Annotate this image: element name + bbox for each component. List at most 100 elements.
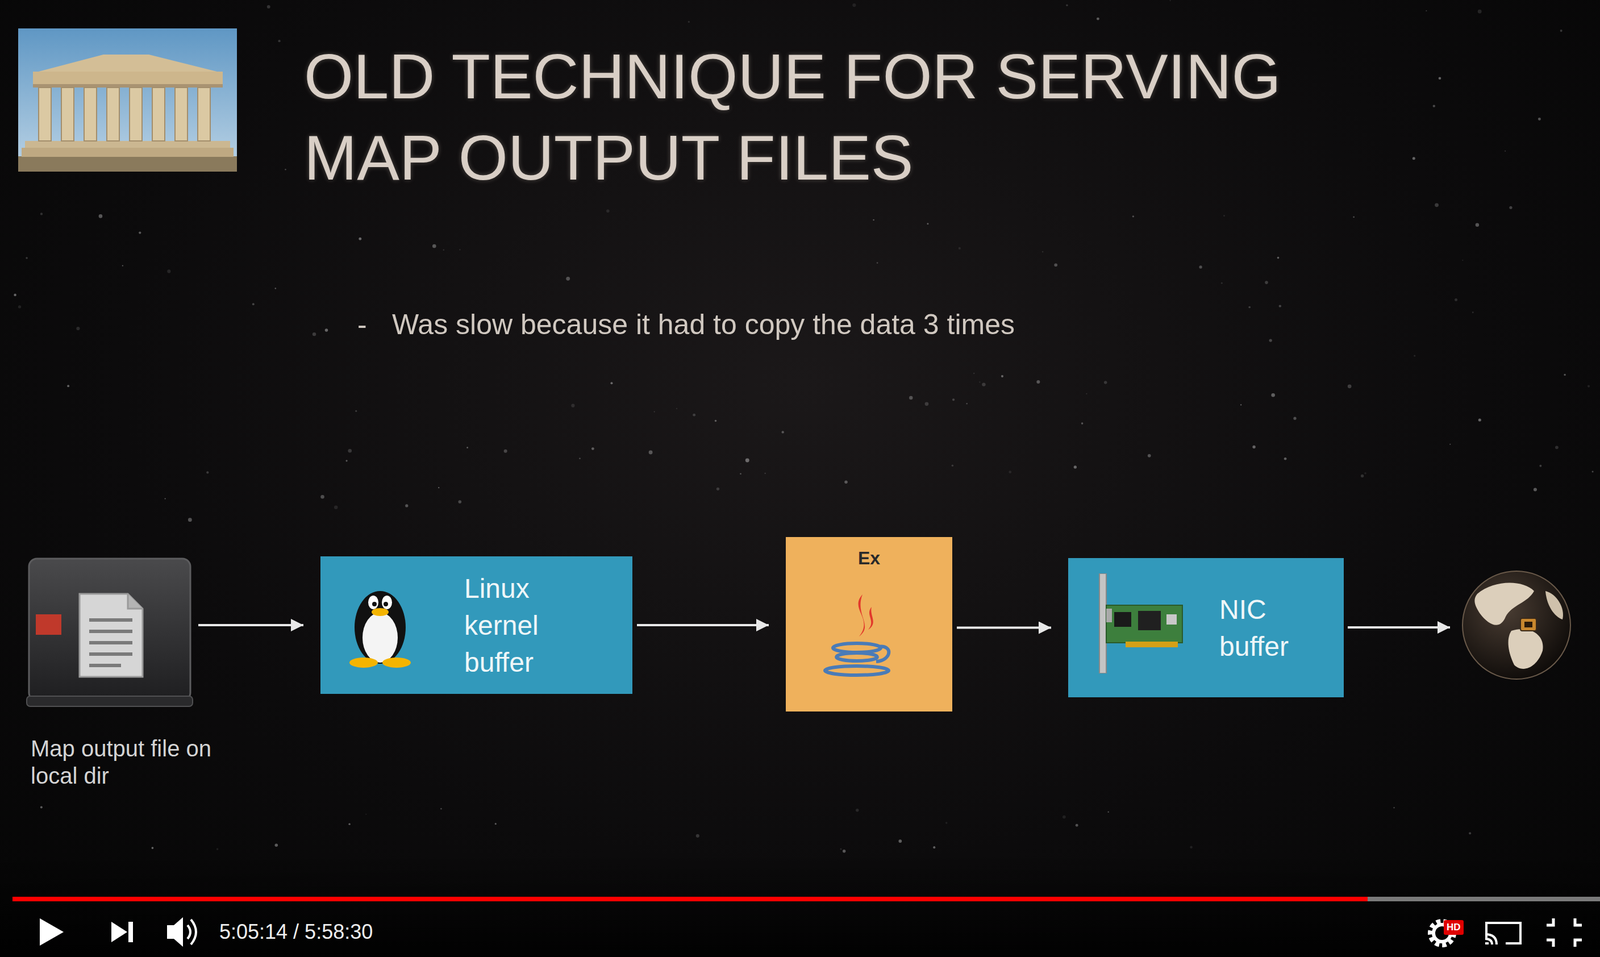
star-dot <box>676 407 678 410</box>
star-dot <box>1587 384 1590 387</box>
star-dot <box>1560 29 1563 32</box>
star-dot <box>932 846 936 849</box>
star-dot <box>457 500 462 504</box>
box-label: NIC buffer <box>1219 590 1289 665</box>
star-dot <box>1347 384 1352 389</box>
java-logo-part <box>836 652 878 661</box>
video-timestamp: 5:05:14 / 5:58:30 <box>219 919 373 945</box>
disk-icon-part <box>26 696 193 707</box>
video-player-bar-part <box>12 896 1368 902</box>
star-dot <box>98 214 103 219</box>
star-dot <box>973 372 975 374</box>
buffer-box: NIC buffer <box>1068 557 1344 698</box>
star-dot <box>277 39 281 43</box>
star-dot <box>610 381 613 385</box>
video-player-bar-part <box>111 921 128 943</box>
star-dot <box>1053 263 1058 267</box>
tux-penguin-part <box>381 595 393 610</box>
video-player-bar-part <box>128 921 133 943</box>
temple-photo-part-part <box>129 87 143 141</box>
star-dot <box>355 410 357 412</box>
star-field <box>13 0 1594 853</box>
temple-photo-part-part <box>61 87 74 141</box>
java-logo-part <box>832 643 881 653</box>
disk-file: Map output file on local dir <box>25 556 194 710</box>
star-dot <box>909 396 913 400</box>
star-dot <box>1434 202 1439 207</box>
star-dot <box>1563 373 1566 376</box>
star-dot <box>1504 150 1506 152</box>
star-dot <box>855 808 860 812</box>
video-player-bar-part <box>39 918 64 946</box>
star-dot <box>320 494 325 499</box>
disk-icon <box>25 556 194 710</box>
tux-penguin-part <box>372 601 377 607</box>
video-player-bar-part <box>1485 934 1497 945</box>
flow-arrow <box>198 623 304 627</box>
network-card-part <box>1138 610 1161 631</box>
star-dot <box>459 248 461 250</box>
buffer-box: Linux kernel buffer <box>320 556 633 694</box>
star-dot <box>1252 445 1256 449</box>
star-dot <box>76 326 80 331</box>
star-dot <box>1293 417 1297 420</box>
star-dot <box>1169 0 1172 2</box>
star-dot <box>1042 251 1044 253</box>
video-player-bar-part <box>1546 918 1582 947</box>
star-dot <box>978 381 981 383</box>
star-dot <box>1036 380 1040 384</box>
star-dot <box>1538 117 1541 121</box>
internet-globe-part <box>1545 590 1564 620</box>
star-dot <box>925 402 929 407</box>
star-dot <box>565 276 570 281</box>
java-logo <box>821 592 898 679</box>
disk-icon-part <box>28 558 191 701</box>
temple-photo-part-part <box>197 87 211 141</box>
temple-photo-part <box>21 147 234 157</box>
star-dot <box>1065 4 1068 7</box>
star-dot <box>405 503 408 507</box>
star-dot <box>591 447 595 450</box>
star-dot <box>275 287 277 290</box>
star-dot <box>284 168 287 171</box>
star-dot <box>1107 811 1110 814</box>
star-dot <box>1147 453 1152 458</box>
network-card-part <box>1106 605 1183 643</box>
star-dot <box>1223 214 1225 217</box>
java-logo-part <box>868 606 874 630</box>
star-dot <box>252 302 255 306</box>
box-label: Ex <box>785 546 953 570</box>
star-dot <box>1475 222 1479 227</box>
star-dot <box>1277 256 1280 260</box>
star-dot <box>167 269 171 273</box>
star-dot <box>1062 815 1066 819</box>
tux-penguin-part <box>368 595 379 610</box>
star-dot <box>25 256 28 260</box>
star-dot <box>653 410 656 412</box>
star-dot <box>1478 418 1482 422</box>
star-dot <box>1432 104 1436 107</box>
tux-penguin-part <box>383 601 389 607</box>
tux-penguin-part <box>382 657 411 668</box>
hd-badge: HD <box>1443 919 1464 935</box>
star-dot <box>872 219 875 222</box>
star-dot <box>1221 282 1223 285</box>
star-dot <box>716 487 720 491</box>
disk-icon-part <box>79 593 143 677</box>
disk-icon-part-part <box>89 618 133 622</box>
video-player-bar-part <box>0 852 1600 957</box>
disk-icon-part <box>35 614 62 635</box>
internet-globe-part <box>1520 618 1537 631</box>
star-dot <box>1364 472 1367 475</box>
star-dot <box>1360 474 1364 478</box>
star-dot <box>1352 215 1355 218</box>
star-dot <box>138 231 141 234</box>
star-dot <box>267 5 271 9</box>
star-dot <box>692 413 696 417</box>
star-dot <box>40 805 43 808</box>
star-dot <box>1461 259 1464 261</box>
star-dot <box>40 212 43 215</box>
temple-photo-part-part <box>84 87 97 141</box>
tux-penguin-part <box>354 590 406 664</box>
star-dot <box>1412 156 1416 160</box>
